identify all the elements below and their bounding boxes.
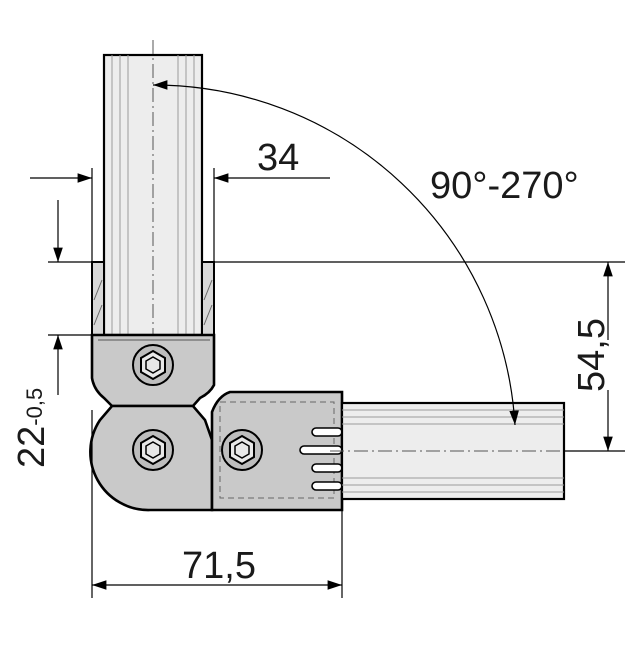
dimension-overall-width: 71,5 (91, 410, 343, 598)
dimension-center-height: 54,5 (214, 261, 625, 452)
hex-socket-bolt-icon (132, 344, 174, 386)
tube-width-label: 34 (257, 137, 299, 179)
hex-socket-bolt-icon (221, 429, 263, 471)
hex-socket-bolt-icon (132, 429, 174, 471)
socket-depth-label: 22-0,5 (11, 388, 53, 468)
center-height-label: 54,5 (571, 318, 613, 392)
dimension-socket-depth: 22-0,5 (11, 200, 104, 468)
dimension-angle: 90°-270° (152, 80, 579, 426)
clamp-fingers (299, 427, 343, 491)
socket-depth-tolerance: -0,5 (22, 388, 47, 426)
overall-width-label: 71,5 (182, 545, 256, 587)
socket-depth-main: 22 (11, 426, 53, 468)
angle-range-label: 90°-270° (430, 165, 579, 207)
